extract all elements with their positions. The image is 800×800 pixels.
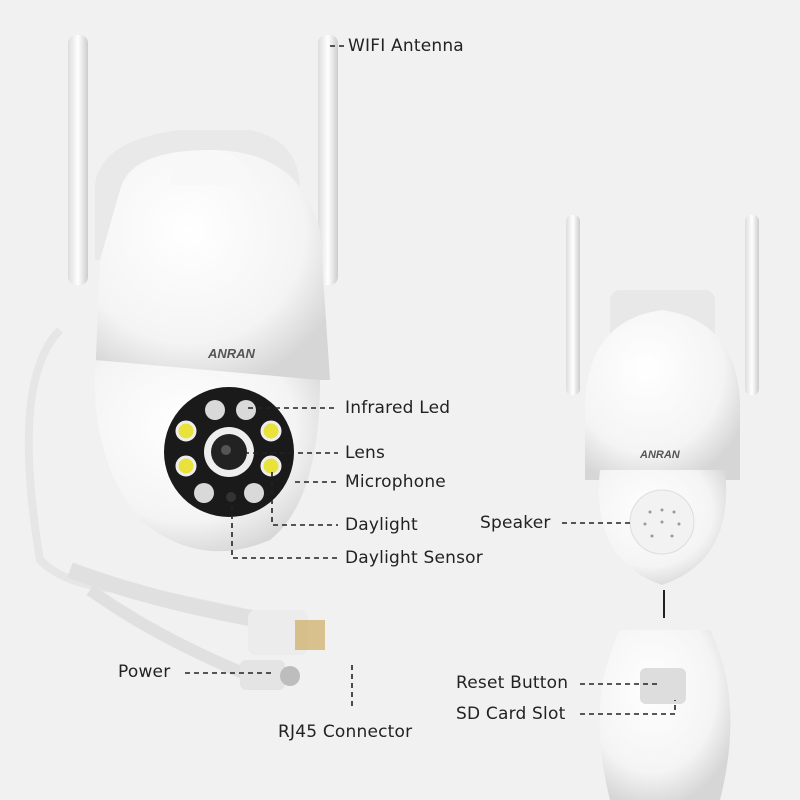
main-camera: ANRAN — [24, 35, 338, 690]
label-reset-button: Reset Button — [456, 673, 569, 693]
reset-sd-panel — [640, 668, 686, 704]
label-lens: Lens — [345, 443, 386, 463]
label-power: Power — [118, 662, 171, 682]
daylight-sensor — [226, 492, 236, 502]
antenna-right — [318, 35, 338, 285]
label-daylight-sensor: Daylight Sensor — [345, 548, 483, 568]
label-speaker: Speaker — [480, 513, 551, 533]
label-rj45: RJ45 Connector — [278, 722, 413, 742]
label-infrared-led: Infrared Led — [345, 398, 451, 418]
svg-text:ANRAN: ANRAN — [639, 449, 681, 461]
leader-lines — [185, 45, 676, 715]
label-wifi-antenna: WIFI Antenna — [348, 36, 464, 56]
label-sd-card-slot: SD Card Slot — [456, 704, 566, 724]
svg-text:ANRAN: ANRAN — [207, 346, 256, 361]
label-daylight: Daylight — [345, 515, 418, 535]
antenna-left — [68, 35, 88, 285]
side-camera: ANRAN — [566, 215, 759, 800]
label-microphone: Microphone — [345, 472, 446, 492]
